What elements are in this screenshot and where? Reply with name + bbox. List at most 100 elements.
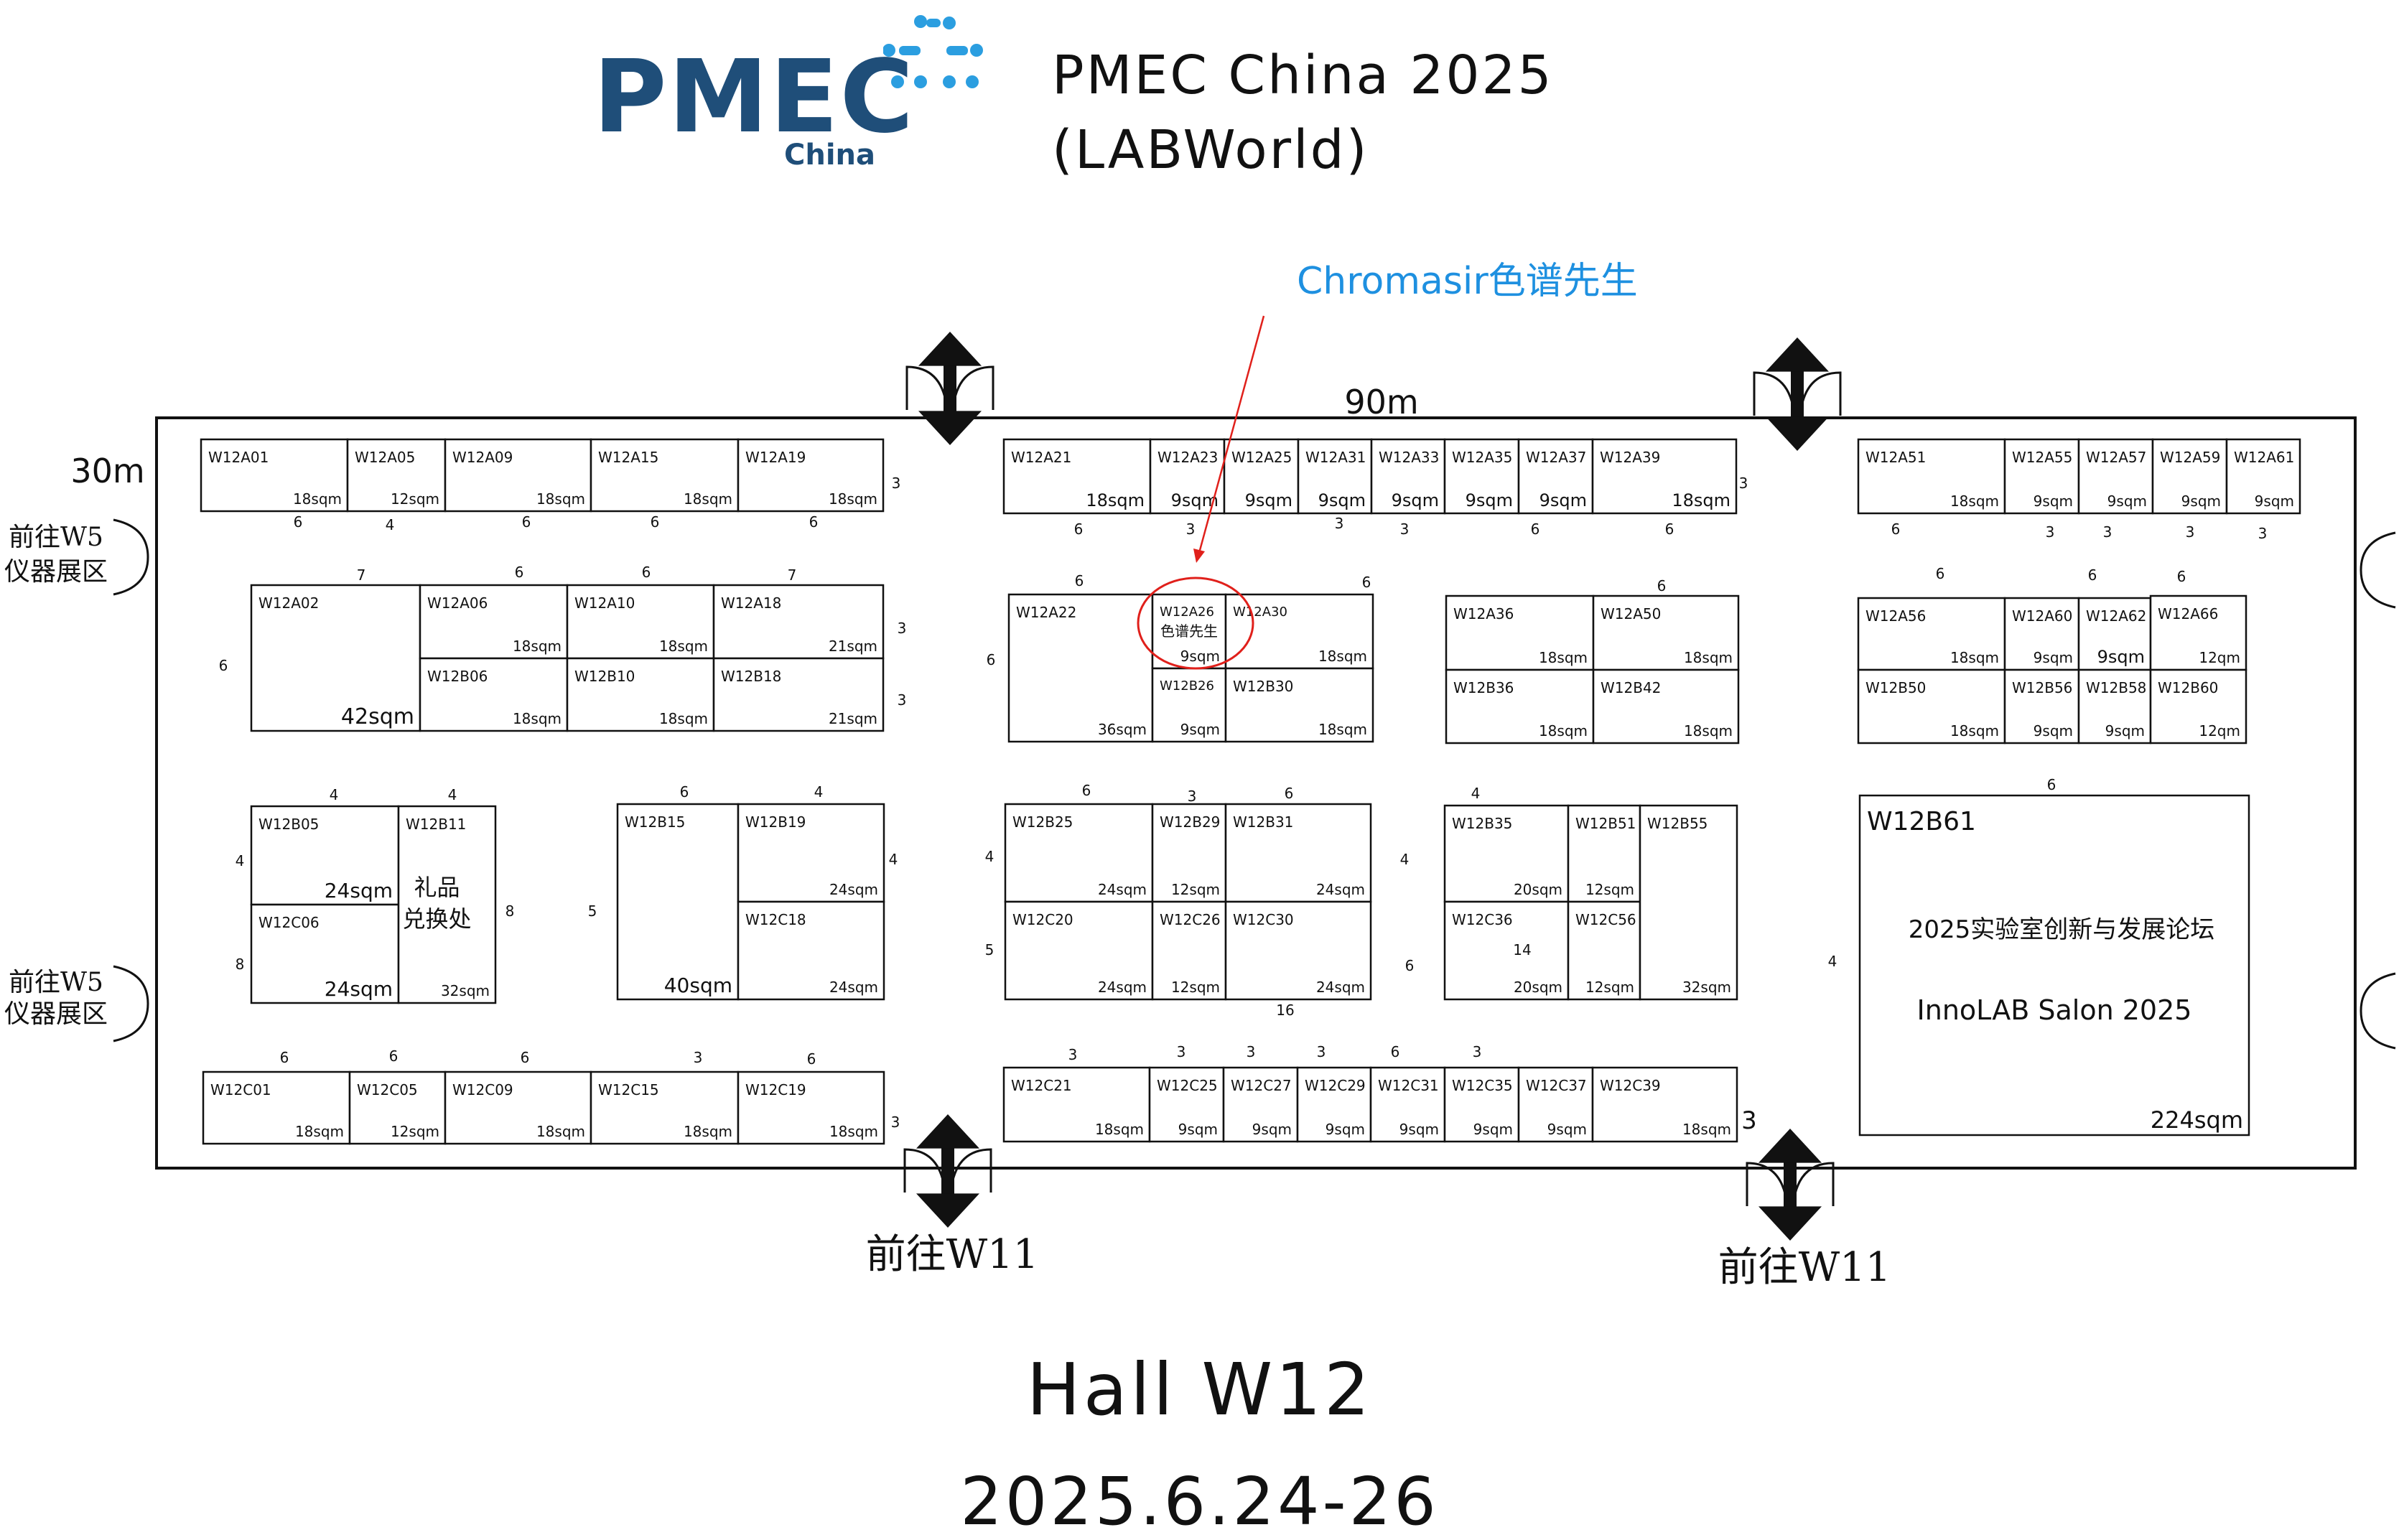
highlight-circle (1137, 577, 1254, 670)
booth-area: 12sqm (1585, 881, 1634, 898)
dimension-label: 3 (1068, 1046, 1078, 1063)
hall-outline (155, 416, 2357, 1170)
dimension-label: 3 (694, 1049, 703, 1066)
booth-id: W12A50 (1601, 605, 1661, 622)
booth-area: 20sqm (1514, 979, 1562, 996)
booth-id: W12A57 (2086, 449, 2146, 466)
booth-area: 24sqm (325, 977, 393, 1001)
booth-area: 12sqm (391, 1123, 439, 1140)
booth-w12b10 (566, 657, 715, 732)
booth-id: W12A66 (2158, 605, 2218, 622)
dimension-label: 3 (892, 475, 901, 492)
booth-area: 12qm (2199, 649, 2240, 666)
booth-w12b19 (737, 803, 885, 903)
logo-subtext: China (784, 139, 876, 172)
booth-id: W12C18 (745, 911, 806, 928)
booth-area: 9sqm (1539, 490, 1587, 510)
dimension-label: 5 (985, 941, 994, 958)
booth-area: 21sqm (829, 638, 877, 655)
booth-id: W12A06 (427, 594, 488, 612)
booth-w12a31 (1297, 438, 1373, 515)
dimension-label: 4 (1400, 851, 1410, 868)
logo-text: PMEC (593, 39, 916, 156)
booth-area: 42sqm (341, 704, 414, 729)
booth-id: W12B50 (1865, 679, 1926, 696)
booth-area: 18sqm (659, 638, 708, 655)
booth-area: 18sqm (1095, 1121, 1144, 1138)
dimension-label: 6 (1891, 521, 1901, 538)
booth-w12a35 (1443, 438, 1520, 515)
booth-area: 18sqm (513, 710, 562, 727)
dimension-label: 3 (1317, 1043, 1326, 1060)
booth-area: 9sqm (1171, 490, 1219, 510)
booth-id: W12C39 (1600, 1077, 1661, 1094)
booth-w12a59 (2151, 438, 2228, 515)
booth-area: 24sqm (1098, 979, 1147, 996)
dimension-label: 4 (448, 786, 457, 803)
booth-id: W12A23 (1157, 449, 1218, 466)
booth-id: W12C35 (1452, 1077, 1513, 1094)
booth-w12a02 (250, 584, 421, 732)
dimension-label: 8 (506, 902, 515, 920)
hall-dates: 2025.6.24-26 (960, 1463, 1439, 1540)
exit-label: 前往W5 (9, 523, 103, 552)
booth-w12a62 (2077, 597, 2152, 671)
booth-area: 40sqm (664, 974, 732, 997)
booth-w12a15 (590, 438, 740, 513)
dimension-label: 6 (389, 1047, 399, 1065)
booth-area: 18sqm (1086, 490, 1145, 510)
dimension-label: 4 (985, 848, 994, 865)
dimension-label: 6 (680, 783, 689, 801)
booth-id: W12C31 (1378, 1077, 1439, 1094)
booth-id: W12A56 (1865, 607, 1926, 625)
dimension-label: 6 (1082, 782, 1091, 799)
hall-width: 30m (70, 452, 144, 490)
dimension-label: 6 (515, 564, 524, 581)
dimension-label: 3 (1186, 521, 1196, 538)
booth-area: 9sqm (2105, 722, 2145, 739)
booth-area: 9sqm (1399, 1121, 1439, 1138)
hall-length: 90m (1344, 383, 1418, 421)
booth-area: 9sqm (1245, 490, 1292, 510)
booth-area: 9sqm (1326, 1121, 1365, 1138)
booth-area: 32sqm (441, 982, 490, 999)
booth-w12c30 (1224, 900, 1372, 1001)
booth-id: W12B19 (745, 813, 806, 831)
booth-id: W12B51 (1575, 815, 1636, 832)
callout-arrow-icon (1193, 549, 1205, 563)
booth-note: 2025实验室创新与发展论坛 (1909, 915, 2215, 944)
booth-w12c15 (590, 1070, 740, 1145)
booth-w12b35 (1443, 804, 1570, 903)
callout-label: Chromasir色谱先生 (1297, 260, 1638, 303)
booth-area: 18sqm (1318, 721, 1367, 738)
booth-area: 24sqm (1316, 881, 1365, 898)
booth-w12a09 (444, 438, 592, 513)
booth-w12c19 (737, 1070, 885, 1145)
dimension-label: 6 (651, 513, 660, 531)
booth-id: W12B10 (574, 668, 635, 685)
booth-area: 9sqm (1547, 1121, 1587, 1138)
booth-area: 24sqm (325, 879, 393, 902)
booth-w12a21 (1002, 438, 1152, 515)
booth-id: W12B11 (406, 816, 466, 833)
booth-id: W12A30 (1233, 605, 1287, 620)
dimension-label: 6 (1657, 577, 1667, 594)
booth-id: W12C36 (1452, 911, 1513, 928)
booth-id: W12C05 (357, 1081, 418, 1098)
booth-id: W12A15 (598, 449, 658, 466)
booth-w12c29 (1296, 1066, 1372, 1143)
booth-w12b05 (250, 805, 400, 906)
booth-id: W12B25 (1012, 813, 1073, 831)
booth-area: 18sqm (513, 638, 562, 655)
booth-id: W12A05 (355, 449, 415, 466)
booth-w12a57 (2077, 438, 2154, 515)
dimension-label: 6 (280, 1049, 289, 1066)
booth-area: 9sqm (1252, 1121, 1292, 1138)
dimension-label: 6 (1362, 574, 1371, 591)
booth-w12a01 (200, 438, 349, 513)
booth-area: 21sqm (829, 710, 877, 727)
booth-id: W12B35 (1452, 815, 1512, 832)
booth-id: W12C56 (1575, 911, 1636, 928)
booth-area: 18sqm (1950, 722, 1999, 739)
booth-w12a22 (1007, 593, 1154, 743)
